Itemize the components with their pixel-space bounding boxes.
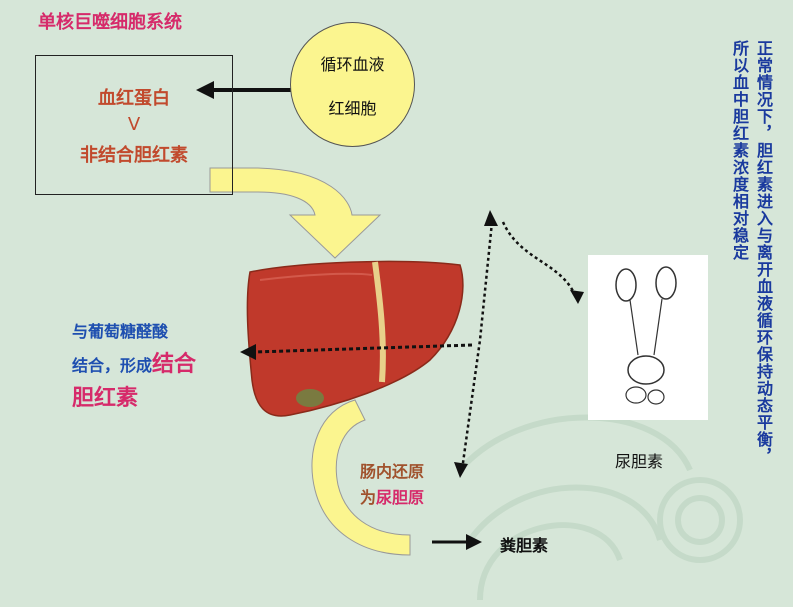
arrow-circle-to-box xyxy=(196,81,292,99)
yellow-arrow-box-to-liver xyxy=(209,167,382,259)
box-line-hemoglobin: 血红蛋白 xyxy=(98,88,170,109)
intestine-highlight: 尿胆原 xyxy=(376,488,425,507)
side-note-col2: 所以血中胆红素浓度相对稳定 xyxy=(730,40,749,261)
arrowhead-down xyxy=(454,462,468,478)
side-note-col1: 正常情况下，胆红素进入与离开血液循环保持动态平衡， xyxy=(754,40,773,465)
conjugation-line1: 与葡萄糖醛酸 xyxy=(72,322,169,341)
circulation-circle: 循环血液 红细胞 xyxy=(290,22,415,147)
arrowhead-kidney xyxy=(570,290,584,304)
conjugation-line2: 结合，形成结合 xyxy=(72,346,196,378)
intestine-line2: 为尿胆原 xyxy=(360,484,424,508)
arrowhead-up xyxy=(484,210,498,226)
liver-illustration xyxy=(246,260,464,417)
background-swirl-decoration xyxy=(457,414,743,601)
intestine-line1: 肠内还原 xyxy=(360,462,425,481)
arrow-to-stool xyxy=(432,534,482,550)
circle-line-rbc: 红细胞 xyxy=(328,99,377,118)
urine-label: 尿胆素 xyxy=(615,452,664,471)
conjugation-line3: 胆红素 xyxy=(72,386,139,411)
intestine-line2-prefix: 为 xyxy=(360,488,377,507)
conjugation-line2-prefix: 结合，形成 xyxy=(72,356,153,375)
stool-label: 粪胆素 xyxy=(500,536,549,555)
box-line-arrow: V xyxy=(127,114,141,135)
reticuloendothelial-box: 血红蛋白 V 非结合胆红素 xyxy=(35,55,233,195)
conjugation-highlight: 结合 xyxy=(152,352,197,377)
box-line-unconjugated: 非结合胆红素 xyxy=(80,145,188,166)
page-title: 单核巨噬细胞系统 xyxy=(38,12,182,33)
urinary-system-sketch xyxy=(588,255,708,420)
dotted-arrow-liver-to-label xyxy=(240,343,473,360)
yellow-intestine-arc xyxy=(311,399,411,556)
circle-line-blood: 循环血液 xyxy=(320,55,385,74)
dotted-enterohepatic-loop xyxy=(460,221,577,471)
